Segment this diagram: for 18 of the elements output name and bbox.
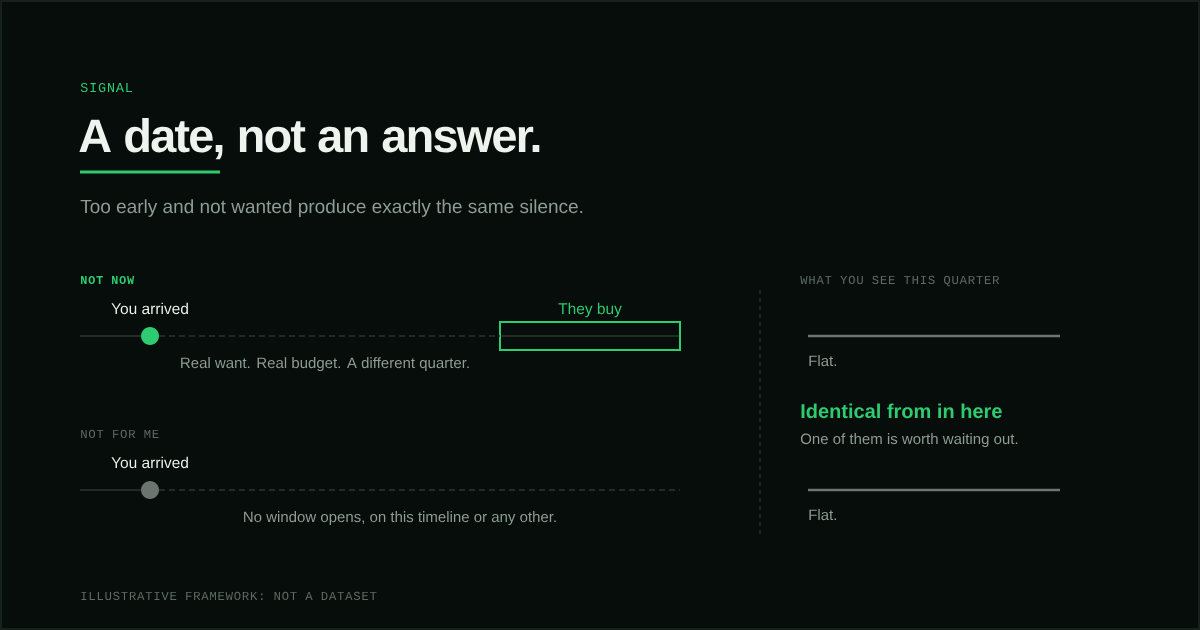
subtitle: Too early and not wanted produce exactly the same silence.	[80, 199, 583, 217]
timeline-caption: No window opens, on this timeline or any other.	[244, 511, 556, 526]
timeline-connector	[158, 335, 501, 337]
event-label: They buy	[558, 302, 622, 318]
callout-text: One of them is worth waiting out.	[800, 433, 1018, 448]
kicker-text: SIGNAL	[80, 82, 132, 93]
line-caption: Flat.	[809, 509, 836, 521]
footer-note: ILLUSTRATIVE FRAMEWORK: NOT A DATASET	[81, 591, 377, 601]
timeline-connector	[158, 489, 681, 491]
event-label: You arrived	[111, 302, 188, 315]
line-caption: Flat.	[809, 355, 836, 367]
callout-heading: Identical from in here	[801, 403, 1002, 419]
title: A date, not an answer.	[79, 117, 540, 160]
section-label: WHAT YOU SEE THIS QUARTER	[800, 275, 1000, 287]
timeline-caption: Real want. Real budget. A different quarter.	[181, 357, 469, 372]
section-label: NOT NOW	[81, 275, 135, 285]
event-label: You arrived	[111, 456, 188, 469]
section-label: NOT FOR ME	[81, 429, 159, 439]
